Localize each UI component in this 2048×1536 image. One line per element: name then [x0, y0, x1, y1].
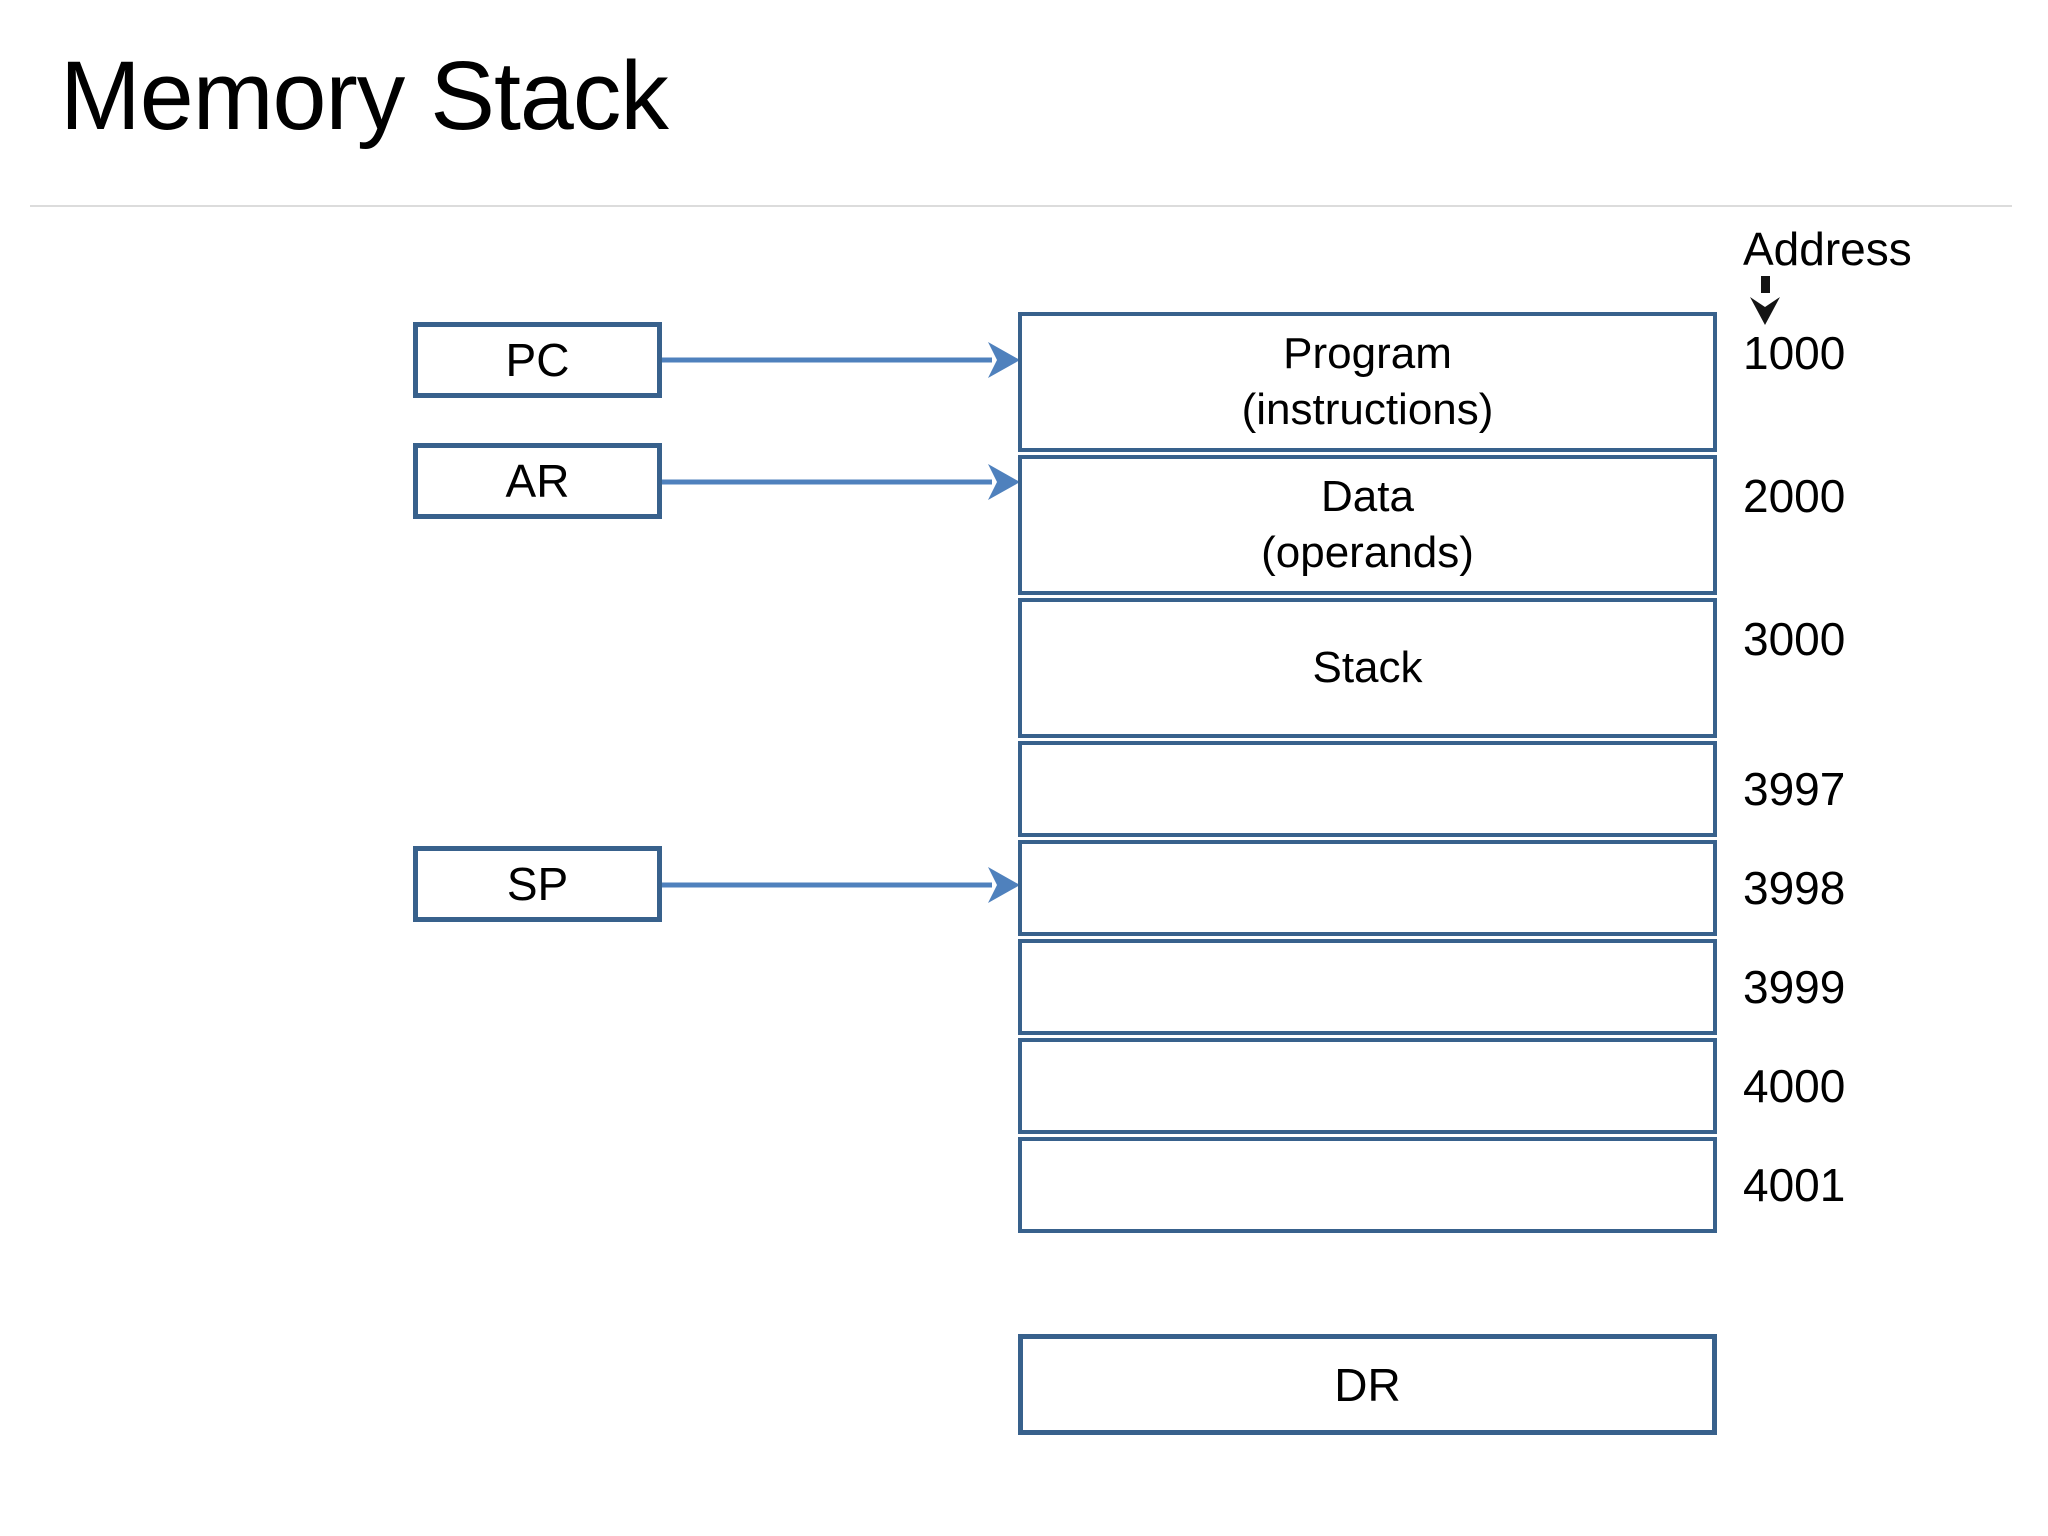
memory-region-program: Program (instructions) 1000	[1018, 312, 1845, 452]
memory-region-label: Data (operands)	[1261, 472, 1474, 577]
register-dr: DR	[1018, 1334, 1717, 1435]
memory-cell-4001: 4001	[1018, 1137, 1845, 1233]
title-divider	[30, 205, 2012, 207]
register-dr-label: DR	[1334, 1358, 1401, 1411]
memory-cell-label	[1022, 1042, 1713, 1130]
ar-arrow-icon	[662, 464, 1020, 500]
memory-region-stack: Stack 3000	[1018, 598, 1845, 738]
memory-address: 3998	[1743, 862, 1846, 914]
memory-address: 1000	[1743, 327, 1846, 379]
page-title: Memory Stack	[60, 41, 669, 150]
address-down-arrow-dash	[1761, 276, 1770, 293]
register-pc: PC	[413, 322, 662, 398]
register-sp-label: SP	[506, 858, 569, 910]
memory-region-label: Program (instructions)	[1241, 329, 1494, 434]
register-ar: AR	[413, 443, 662, 519]
memory-cell-3997: 3997	[1018, 741, 1845, 837]
register-pc-label: PC	[505, 334, 570, 386]
memory-address: 3999	[1743, 961, 1846, 1013]
memory-cell-label	[1022, 844, 1713, 932]
memory-cell-label	[1022, 745, 1713, 833]
address-down-arrow-icon	[1750, 297, 1780, 325]
memory-address: 4001	[1743, 1159, 1846, 1211]
memory-address: 2000	[1743, 470, 1846, 522]
memory-region-data: Data (operands) 2000	[1018, 455, 1845, 595]
memory-cell-label	[1022, 943, 1713, 1031]
sp-arrow-icon	[662, 867, 1020, 903]
memory-cell-3999: 3999	[1018, 939, 1845, 1035]
memory-region-label: Stack	[1312, 643, 1423, 692]
memory-cell-4000: 4000	[1018, 1038, 1845, 1134]
pc-arrow-icon	[662, 342, 1020, 378]
memory-address: 3997	[1743, 763, 1846, 815]
memory-address: 3000	[1743, 613, 1846, 665]
register-ar-label: AR	[505, 455, 570, 507]
memory-stack: Program (instructions) 1000 Data (operan…	[1018, 312, 1845, 1233]
memory-address: 4000	[1743, 1060, 1846, 1112]
address-column-header: Address	[1743, 223, 1912, 275]
memory-cell-label	[1022, 1141, 1713, 1229]
memory-cell-3998: 3998	[1018, 840, 1845, 936]
register-sp: SP	[413, 846, 662, 922]
